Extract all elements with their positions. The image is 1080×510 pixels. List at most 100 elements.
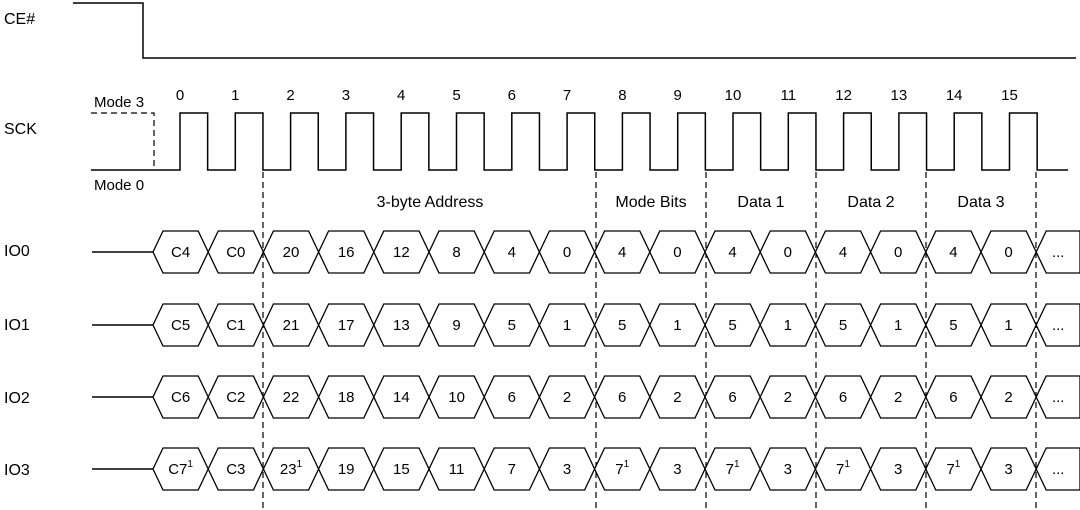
bus-cell-value: C0 [226,244,245,261]
clock-number: 7 [563,87,571,104]
bus-cell-value: ... [1052,317,1065,334]
bus-cell-value: 1 [563,317,571,334]
bus-cell-value: 6 [728,389,736,406]
bus-cell-value: 5 [618,317,626,334]
ce-label: CE# [4,11,35,28]
io0-label: IO0 [4,243,30,260]
bus-cell-value: 6 [618,389,626,406]
sck-label: SCK [4,121,37,138]
clock-number: 14 [946,87,963,104]
bus-cell-value: 4 [508,244,516,261]
bus-cell-value: 4 [839,244,847,261]
bus-cell-value: 1 [784,317,792,334]
bus-cell-value: 14 [393,389,410,406]
bus-cell-value: 3 [784,461,792,478]
clock-number: 4 [397,87,405,104]
bus-cell-value: 10 [448,389,465,406]
bus-cell-value: C2 [226,389,245,406]
bus-cell-value: C71 [168,459,193,478]
clock-number: 15 [1001,87,1018,104]
bus-cell-value: C6 [171,389,190,406]
section-label: Data 1 [737,194,784,211]
bus-cell-value: 1 [894,317,902,334]
bus-cell-value: 4 [618,244,626,261]
bus-cell-value: 2 [894,389,902,406]
bus-cell-value: 8 [452,244,460,261]
io-bus-row: C4 C0 20 16 12 8 4 0 4 0 4 0 4 0 4 0... [92,230,1080,274]
clock-number: 1 [231,87,239,104]
mode3-label: Mode 3 [94,94,144,111]
io-bus-row: C6 C2 22 18 14 10 6 2 6 2 6 2 6 2 6 2... [92,375,1080,419]
bus-cell-value: 2 [673,389,681,406]
bus-cell [1035,303,1080,347]
io2-label: IO2 [4,390,30,407]
clock-number: 0 [176,87,184,104]
bus-cell-value: 3 [673,461,681,478]
bus-cell-value: 19 [338,461,355,478]
bus-cell-value: 9 [452,317,460,334]
bus-cell-value: 2 [784,389,792,406]
bus-cell-value: 0 [894,244,902,261]
clock-number: 3 [342,87,350,104]
clock-number: 12 [835,87,852,104]
ce-waveform [73,2,1076,59]
bus-cell-value: 4 [728,244,736,261]
bus-cell-value: 5 [508,317,516,334]
bus-cell-value: 13 [393,317,410,334]
clock-number: 13 [891,87,908,104]
section-label: Mode Bits [615,194,686,211]
sck-waveform [91,112,1068,171]
clock-number: 2 [286,87,294,104]
bus-cell-value: C5 [171,317,190,334]
bus-cell-value: 6 [508,389,516,406]
clock-number: 9 [674,87,682,104]
bus-cell-value: 16 [338,244,355,261]
bus-cell-value: 18 [338,389,355,406]
clock-number: 6 [508,87,516,104]
bus-cell-value: 1 [673,317,681,334]
bus-cell-value: 0 [563,244,571,261]
bus-cell-value: 1 [1004,317,1012,334]
bus-cell-value: 0 [1004,244,1012,261]
bus-cell-value: 15 [393,461,410,478]
io1-label: IO1 [4,317,30,334]
bus-cell-value: 5 [949,317,957,334]
bus-cell-value: 20 [283,244,300,261]
clock-number: 5 [452,87,460,104]
section-label: 3-byte Address [377,194,484,211]
clock-number: 10 [725,87,742,104]
bus-cell-value: 17 [338,317,355,334]
bus-cell-value: 6 [949,389,957,406]
bus-cell-value: 2 [1004,389,1012,406]
bus-cell-value: 5 [728,317,736,334]
bus-cell-value: C1 [226,317,245,334]
mode0-label: Mode 0 [94,177,144,194]
bus-cell-value: 3 [894,461,902,478]
bus-cell-value: ... [1052,461,1065,478]
bus-cell [1035,375,1080,419]
bus-cell-value: 11 [449,461,465,478]
bus-cell-value: 6 [839,389,847,406]
bus-cell-value: 3 [563,461,571,478]
bus-cell-value: ... [1052,244,1065,261]
bus-cell-value: 0 [784,244,792,261]
bus-cell-value: C3 [226,461,245,478]
bus-cell-value: 22 [283,389,300,406]
bus-cell-value: 5 [839,317,847,334]
io3-label: IO3 [4,462,30,479]
section-label: Data 3 [957,194,1004,211]
sck-mode3-idle [91,112,155,170]
bus-cell [1035,230,1080,274]
bus-cell-value: 7 [508,461,516,478]
bus-cell-value: 3 [1004,461,1012,478]
bus-cell-value: ... [1052,389,1065,406]
bus-cell [1035,447,1080,491]
bus-cell-value: C4 [171,244,190,261]
bus-cell-value: 12 [393,244,410,261]
bus-cell-value: 0 [673,244,681,261]
bus-cell-value: 2 [563,389,571,406]
bus-cell-value: 4 [949,244,957,261]
